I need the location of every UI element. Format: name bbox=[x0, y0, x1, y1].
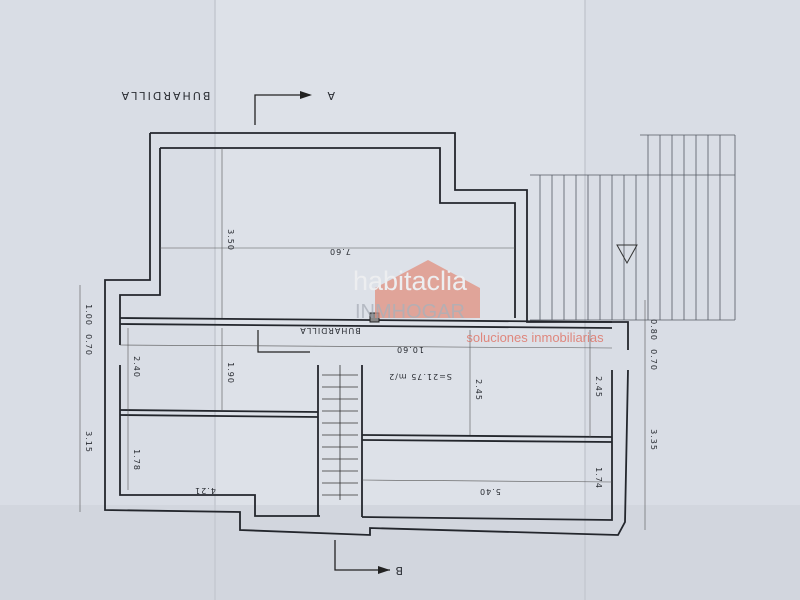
dim-right-1: 0.80 bbox=[649, 319, 658, 341]
section-marker-a: A bbox=[254, 89, 335, 125]
dim-left-1: 1.00 bbox=[84, 304, 93, 326]
slope-triangle-icon bbox=[616, 244, 638, 265]
dimension-lines bbox=[79, 148, 646, 530]
dim-bottom-left: 4.21 bbox=[194, 486, 216, 495]
dim-left-3: 3.15 bbox=[84, 431, 93, 453]
watermark-logo: habitaclia INMHOGAR soluciones inmobilia… bbox=[353, 260, 604, 345]
dim-inner-mid: 1.90 bbox=[226, 362, 235, 384]
dim-top-width: 7.60 bbox=[329, 247, 351, 256]
dim-right-2: 0.70 bbox=[649, 349, 658, 371]
house-logo-icon bbox=[375, 260, 480, 318]
dim-inner-left-1: 2.40 bbox=[132, 356, 141, 378]
dim-top-height: 3.50 bbox=[226, 229, 235, 251]
watermark-brand: habitaclia bbox=[353, 266, 468, 296]
dim-left-2: 0.70 bbox=[84, 334, 93, 356]
roof-hatch bbox=[530, 134, 736, 321]
watermark-agency: INMHOGAR bbox=[355, 301, 465, 323]
area-label: S=21.75 m/2 bbox=[388, 372, 452, 381]
dim-mid-width: 10.60 bbox=[396, 345, 424, 354]
dim-center-height: 2.45 bbox=[474, 379, 483, 401]
section-b-label: B bbox=[393, 564, 403, 577]
watermark-tagline: soluciones inmobiliarias bbox=[466, 330, 604, 345]
paper-lower-fold bbox=[0, 505, 800, 600]
room-label: BUHARDILLA bbox=[299, 326, 360, 335]
staircase bbox=[322, 365, 358, 500]
section-line bbox=[257, 330, 310, 353]
dim-right-height: 2.45 bbox=[594, 376, 603, 398]
section-marker-b: B bbox=[334, 540, 403, 577]
section-a-label: A bbox=[325, 89, 335, 102]
dim-bottom-right: 5.40 bbox=[479, 487, 501, 496]
walls bbox=[104, 132, 629, 536]
dim-right-small: 1.74 bbox=[594, 467, 603, 489]
dim-inner-left-2: 1.78 bbox=[132, 449, 141, 471]
dim-right-3: 3.35 bbox=[649, 429, 658, 451]
plan-title: BUHARDILLA bbox=[120, 89, 211, 102]
